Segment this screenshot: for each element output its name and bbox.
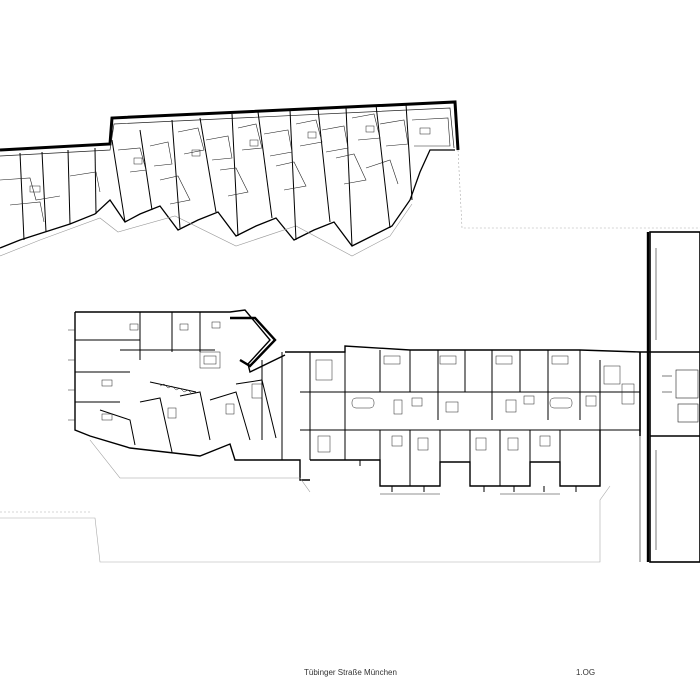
stair-core (230, 316, 277, 368)
central-north-facade (285, 345, 650, 353)
south-central-building-block (285, 345, 650, 495)
central-south-facade (310, 430, 601, 487)
project-title: Tübinger Straße München (304, 668, 397, 677)
north-inner-line (0, 107, 455, 157)
north-sawtooth-outline (0, 203, 413, 257)
south-west-building-block (68, 309, 311, 493)
west-facade (74, 312, 310, 481)
west-balcony-outline (89, 439, 311, 493)
east-block-outline (649, 231, 700, 563)
north-building-block (0, 100, 700, 257)
east-building-block (639, 231, 700, 563)
floor-level-label: 1.OG (576, 668, 596, 677)
north-site-outline (457, 149, 700, 229)
site-outline (0, 485, 611, 563)
north-block-facade (0, 100, 460, 152)
north-sawtooth-facade (0, 149, 455, 249)
